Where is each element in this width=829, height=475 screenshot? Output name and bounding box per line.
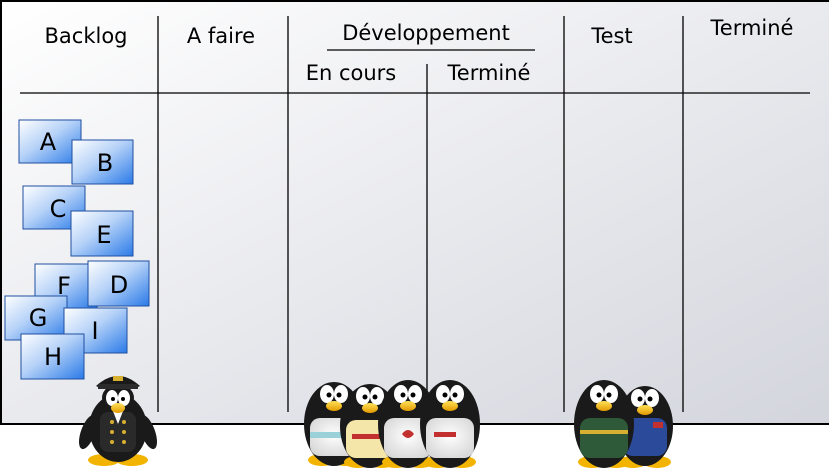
- card-d[interactable]: D: [87, 260, 150, 307]
- column-header-test: Test: [590, 24, 632, 48]
- card-i-label: I: [91, 317, 98, 345]
- card-e-label: E: [96, 221, 111, 249]
- card-b[interactable]: B: [71, 139, 134, 185]
- column-header-done: Terminé: [710, 16, 794, 40]
- penguin-pilot-icon: [78, 376, 158, 466]
- card-g[interactable]: G: [4, 295, 68, 341]
- penguin-tester-icon: [574, 380, 673, 468]
- board-grid: [20, 16, 810, 412]
- column-header-todo: A faire: [187, 24, 255, 48]
- backlog-cards: A B C E F D G I: [4, 119, 150, 380]
- penguin-dev-4: [420, 380, 480, 468]
- card-h-label: H: [44, 343, 62, 371]
- card-a[interactable]: A: [18, 119, 82, 164]
- card-c[interactable]: C: [22, 185, 86, 230]
- card-f-label: F: [57, 272, 71, 300]
- card-a-label: A: [40, 128, 57, 156]
- penguin-team-icon: [304, 380, 480, 468]
- card-d-label: D: [110, 271, 128, 299]
- column-header-dev-done: Terminé: [447, 61, 531, 85]
- column-header-development: Développement: [342, 21, 510, 45]
- penguin-dev-3: [378, 380, 438, 468]
- column-header-backlog: Backlog: [45, 24, 128, 48]
- column-header-in-progress: En cours: [306, 61, 397, 85]
- card-c-label: C: [50, 195, 67, 223]
- card-h[interactable]: H: [20, 333, 85, 380]
- penguin-tester-1: [574, 380, 634, 468]
- card-g-label: G: [29, 304, 48, 332]
- board-panel: [0, 0, 829, 425]
- card-e[interactable]: E: [70, 210, 134, 257]
- card-b-label: B: [97, 149, 113, 177]
